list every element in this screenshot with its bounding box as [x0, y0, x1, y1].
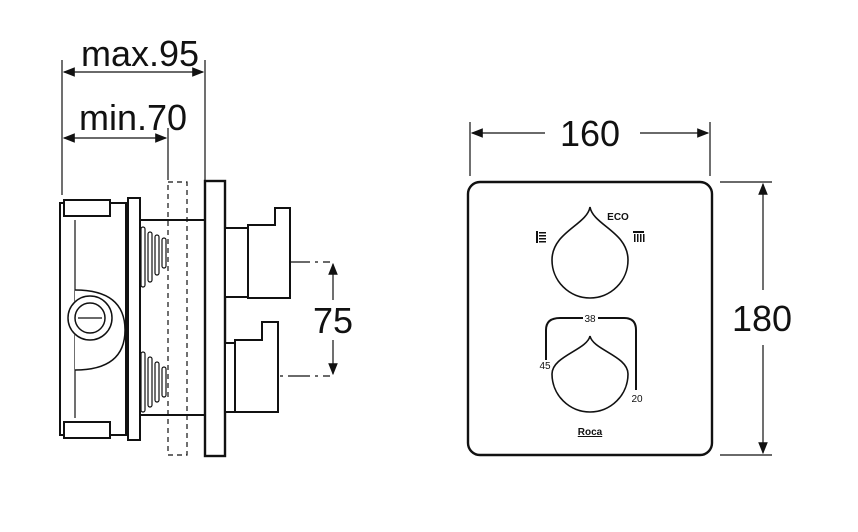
temperature-handle-drop-icon	[551, 335, 629, 413]
front-dimensions	[469, 122, 772, 456]
temp-low-label: 20	[631, 394, 643, 405]
valve-side-view	[59, 179, 291, 458]
dim-max-label: max.95	[81, 33, 199, 74]
dim-height-label: 180	[732, 298, 792, 339]
pipe-slots	[140, 181, 188, 456]
flow-handle-drop-icon	[551, 206, 629, 299]
brand-logo: Roca	[578, 427, 603, 438]
eco-label: ECO	[607, 212, 629, 223]
dim-spacing-label: 75	[313, 300, 353, 341]
front-plate	[466, 180, 714, 457]
temp-high-label: 45	[539, 361, 551, 372]
handshower-icon	[633, 231, 645, 242]
temp-mid-label: 38	[584, 314, 596, 325]
dim-width-label: 160	[560, 113, 620, 154]
dim-min-label: min.70	[79, 97, 187, 138]
shower-icon	[536, 231, 546, 243]
